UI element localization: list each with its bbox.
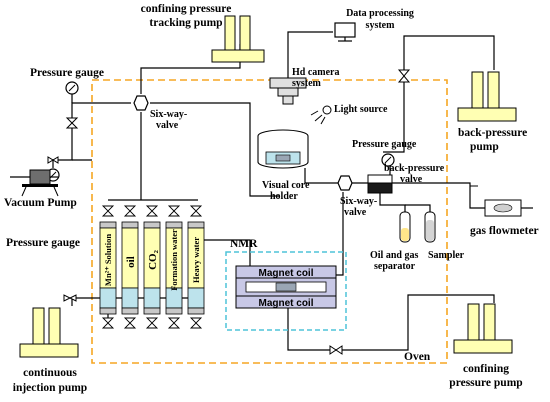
vessel-label-oil: oil (125, 256, 137, 268)
back-pressure-pump (457, 71, 517, 122)
label-magnet-coil-bottom: Magnet coil (258, 298, 313, 309)
label-pressure-gauge-left: Pressure gauge (6, 237, 80, 249)
vessel-mn-solution (99, 221, 117, 315)
vessel-label-mn: Mn²⁺ Solution (103, 234, 113, 286)
label-confining-pressure-pump-2: pressure pump (449, 377, 522, 389)
label-continuous-injection-2: injection pump (13, 382, 87, 394)
label-back-pressure-valve-1: back-pressure (384, 163, 445, 174)
label-visual-core-holder-2: holder (270, 191, 298, 202)
vessel-bottom-valves (101, 317, 203, 329)
label-data-processing-1: Data processing (346, 8, 414, 19)
label-back-pressure-pump-1: back-pressure (458, 127, 527, 139)
label-light-source: Light source (334, 104, 388, 115)
vessel-heavy-water (187, 221, 205, 315)
label-confining-tracking-2: tracking pump (149, 17, 222, 29)
continuous-injection-pump (19, 307, 79, 358)
oven-boundary (91, 79, 448, 364)
label-nmr: NMR (230, 238, 258, 250)
label-oil-gas-separator-2: separator (374, 261, 416, 272)
label-data-processing-2: system (366, 20, 396, 31)
six-way-valve-1[interactable] (133, 95, 149, 111)
vessel-label-heavy: Heavy water (191, 237, 201, 283)
label-gas-flowmeter: gas flowmeter (470, 225, 539, 237)
label-six-way-valve-1a: Six-way- (150, 109, 187, 120)
pressure-gauge-mid (381, 153, 395, 167)
nmr-boundary (225, 251, 347, 331)
vacuum-pump (10, 169, 59, 197)
label-sampler: Sampler (428, 250, 465, 261)
light-source-icon (310, 105, 332, 125)
label-hd-camera-1: Hd camera (292, 67, 340, 78)
visual-core-holder (257, 129, 309, 169)
label-confining-pressure-pump-1: confining (463, 363, 509, 375)
vessel-formation-water (165, 221, 183, 315)
computer-monitor-icon (334, 22, 356, 42)
vessel-group: Mn²⁺ Solution oil CO₂ Formation water He… (99, 205, 205, 329)
vessel-co2 (143, 221, 161, 315)
hd-camera-icon (269, 77, 307, 105)
valve-injection[interactable] (63, 294, 77, 302)
label-six-way-valve-2b: valve (344, 207, 367, 218)
sampler (424, 211, 436, 243)
vessel-label-formation: Formation water (169, 229, 179, 291)
six-way-valve-2[interactable] (337, 175, 353, 191)
label-continuous-injection-1: continuous (23, 367, 77, 379)
back-pressure-valve[interactable] (367, 174, 393, 194)
label-six-way-valve-1b: valve (156, 120, 179, 131)
vessel-oil (121, 221, 139, 315)
vessel-top-valves (101, 205, 203, 217)
valve-left[interactable] (65, 117, 79, 129)
confining-tracking-pump (211, 15, 265, 63)
label-back-pressure-valve-2: valve (400, 174, 423, 185)
label-six-way-valve-2a: Six-way- (340, 196, 377, 207)
label-oven: Oven (404, 351, 431, 363)
nmr-magnet (235, 265, 337, 309)
valve-vacuum[interactable] (47, 156, 59, 164)
label-confining-tracking-1: confining pressure (141, 3, 232, 15)
label-visual-core-holder-1: Visual core (262, 180, 310, 191)
label-back-pressure-pump-2: pump (470, 141, 499, 153)
valve-back-pressure-line[interactable] (397, 69, 411, 83)
confining-pressure-pump (453, 303, 513, 354)
label-magnet-coil-top: Magnet coil (258, 268, 313, 279)
label-hd-camera-2: system (292, 78, 322, 89)
label-pressure-gauge-top: Pressure gauge (30, 67, 104, 79)
vessel-label-co2: CO₂ (147, 249, 159, 270)
label-oil-gas-separator-1: Oil and gas (370, 250, 418, 261)
label-pressure-gauge-mid: Pressure gauge (352, 139, 417, 150)
valve-bottom[interactable] (329, 345, 343, 355)
oil-gas-separator (399, 211, 411, 243)
gas-flowmeter (484, 199, 533, 217)
pressure-gauge-top (65, 81, 79, 95)
label-vacuum-pump: Vacuum Pump (4, 197, 77, 209)
